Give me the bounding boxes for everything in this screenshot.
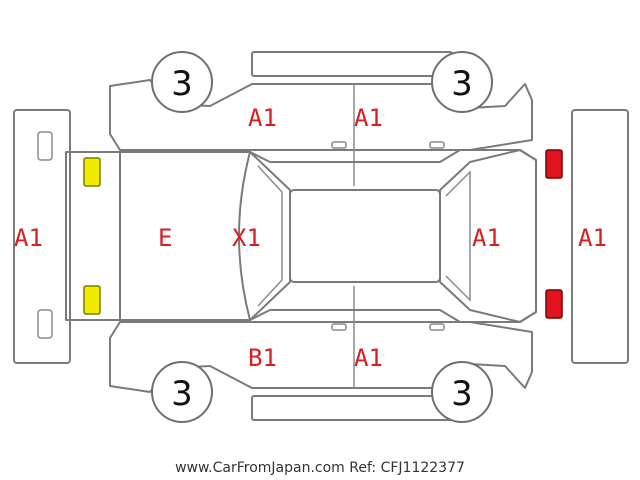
tyre-rear-right: 3 (431, 361, 493, 423)
rear-left-light (545, 149, 563, 179)
damage-code-bottom-right-panel: A1 (354, 344, 383, 372)
right-bumper (571, 109, 629, 364)
tyre-front-right: 3 (151, 361, 213, 423)
damage-code-engine: E (158, 224, 172, 252)
damage-code-windshield: X1 (232, 224, 261, 252)
damage-code-bottom-left-panel: B1 (248, 344, 277, 372)
front-right-light (83, 285, 101, 315)
reference-footer: www.CarFromJapan.com Ref: CFJ1122377 (175, 460, 465, 476)
tyre-rear-right-grade: 3 (451, 374, 473, 414)
damage-code-rear-window: A1 (472, 224, 501, 252)
damage-code-top-left-panel: A1 (248, 104, 277, 132)
tyre-front-left-grade: 3 (171, 64, 193, 104)
left-bumper (13, 109, 71, 364)
damage-code-left-bumper: A1 (14, 224, 43, 252)
tyre-rear-left-grade: 3 (451, 64, 473, 104)
rear-right-light (545, 289, 563, 319)
damage-code-right-bumper: A1 (578, 224, 607, 252)
tyre-front-right-grade: 3 (171, 374, 193, 414)
tyre-front-left: 3 (151, 51, 213, 113)
front-left-light (83, 157, 101, 187)
tyre-rear-left: 3 (431, 51, 493, 113)
car-body-top-view (65, 149, 537, 323)
damage-code-top-right-panel: A1 (354, 104, 383, 132)
